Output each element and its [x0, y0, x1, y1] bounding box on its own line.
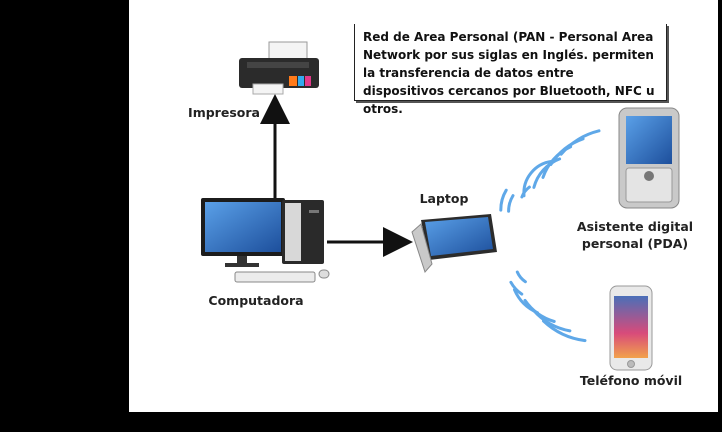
phone-label: Teléfono móvil [579, 373, 683, 388]
printer-icon [239, 41, 319, 95]
wireless-signal-icon [499, 129, 601, 343]
smartphone-icon [609, 285, 653, 371]
diagram-graphics [201, 41, 680, 371]
computer-label: Computadora [208, 293, 304, 308]
pan-description-note: Red de Area Personal (PAN - Personal Are… [354, 24, 667, 116]
diagram-canvas: Red de Area Personal (PAN - Personal Are… [129, 0, 718, 412]
laptop-icon [411, 214, 497, 273]
desktop-computer-icon [201, 198, 330, 283]
printer-label: Impresora [188, 105, 260, 120]
laptop-label: Laptop [419, 191, 469, 206]
pda-icon [618, 107, 680, 209]
pda-label: Asistente digital personal (PDA) [576, 219, 694, 251]
